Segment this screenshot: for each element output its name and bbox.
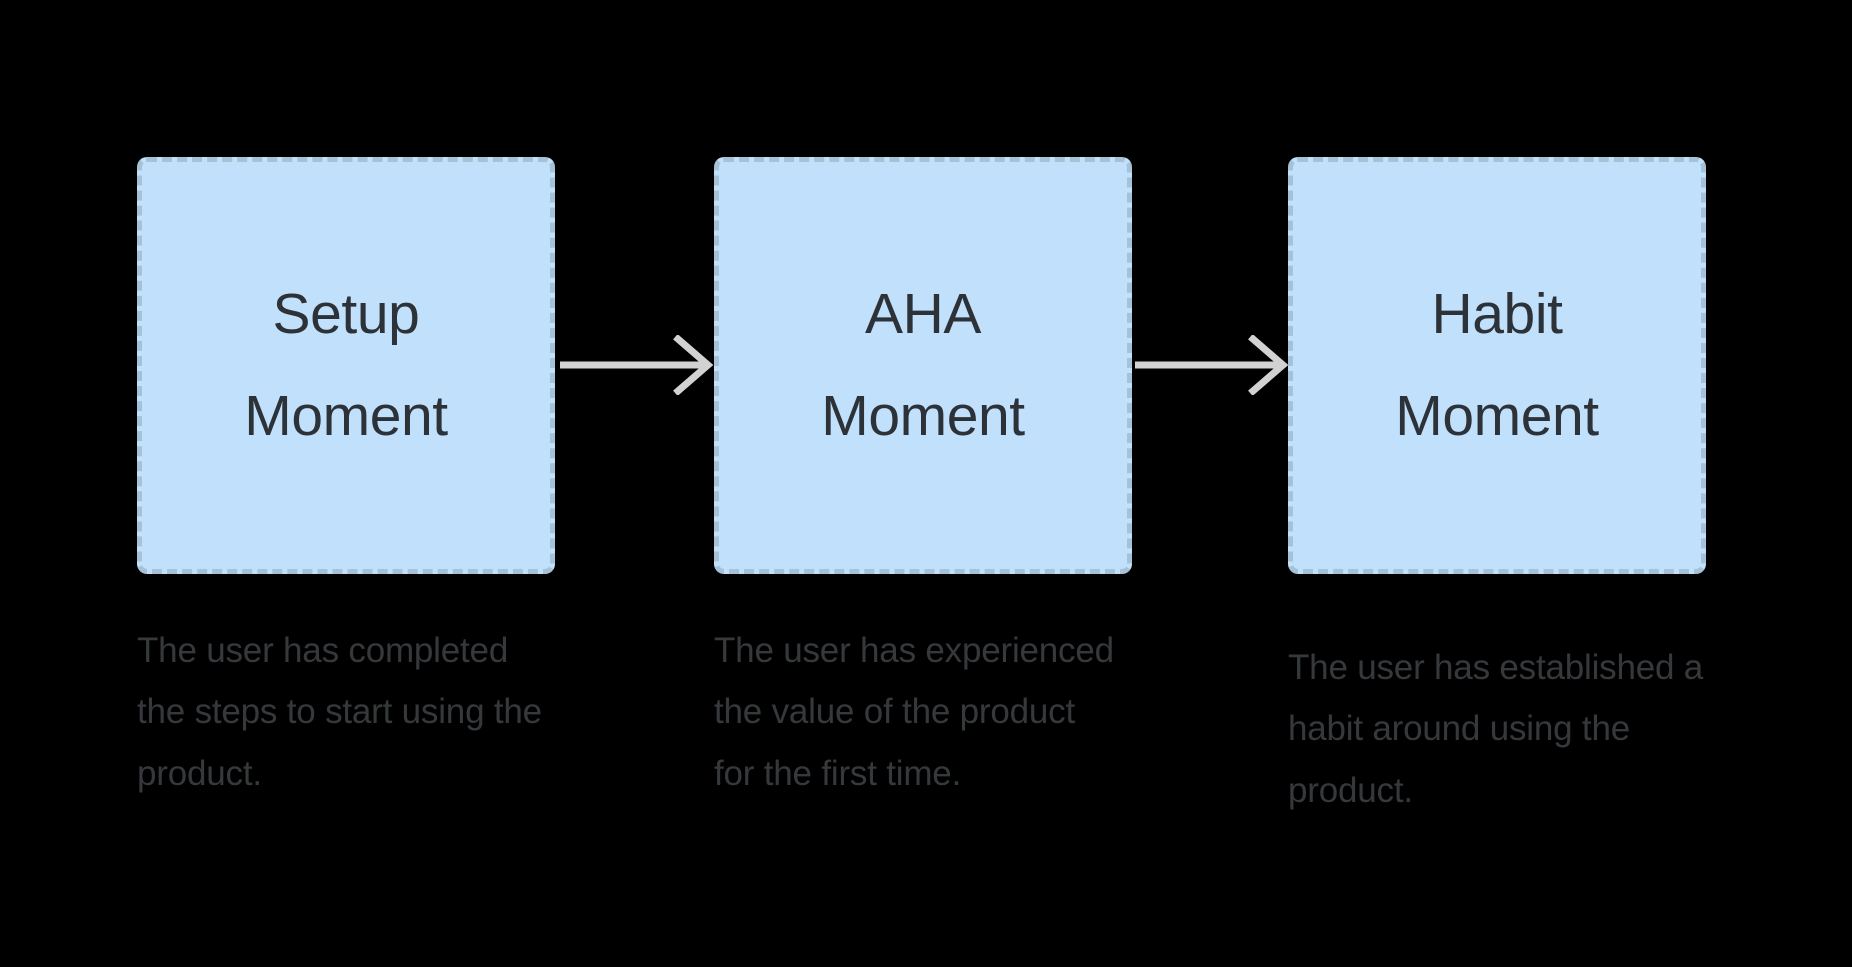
stage-box-aha-moment[interactable]: AHA Moment xyxy=(714,157,1132,574)
arrow-right-icon xyxy=(1135,334,1290,396)
stage-title: Setup Moment xyxy=(244,282,448,448)
stage-caption-habit-moment: The user has established a habit around … xyxy=(1288,648,1704,810)
stage-caption-setup-moment: The user has completed the steps to star… xyxy=(137,631,542,793)
stage-box-habit-moment[interactable]: Habit Moment xyxy=(1288,157,1706,574)
stage-box-setup-moment[interactable]: Setup Moment xyxy=(137,157,555,574)
arrow-right-icon xyxy=(560,334,715,396)
stage-caption-aha-moment: The user has experienced the value of th… xyxy=(714,631,1114,793)
stage-title: Habit Moment xyxy=(1395,282,1599,448)
stage-title: AHA Moment xyxy=(821,282,1025,448)
